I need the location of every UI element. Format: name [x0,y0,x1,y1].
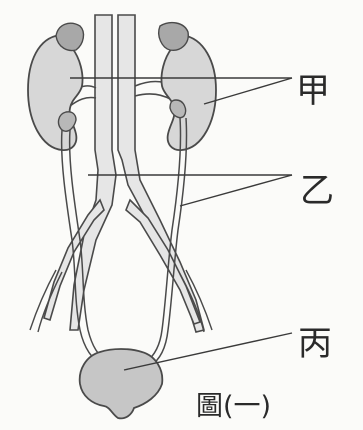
right-renal-pelvis [170,100,186,118]
iliac-vessel-right [126,200,200,324]
label-jia: 甲 [296,63,330,112]
right-kidney [161,35,216,150]
bladder [80,349,163,418]
leader-jia-right [204,78,292,104]
label-bing: 丙 [298,316,332,365]
figure-caption: 圖(一) [196,384,271,423]
bladder-group [80,349,163,418]
left-kidney [28,35,83,150]
label-yi: 乙 [300,163,334,212]
leader-bing [124,333,292,370]
right-adrenal-gland [159,23,189,51]
leader-yi-right [180,175,292,206]
